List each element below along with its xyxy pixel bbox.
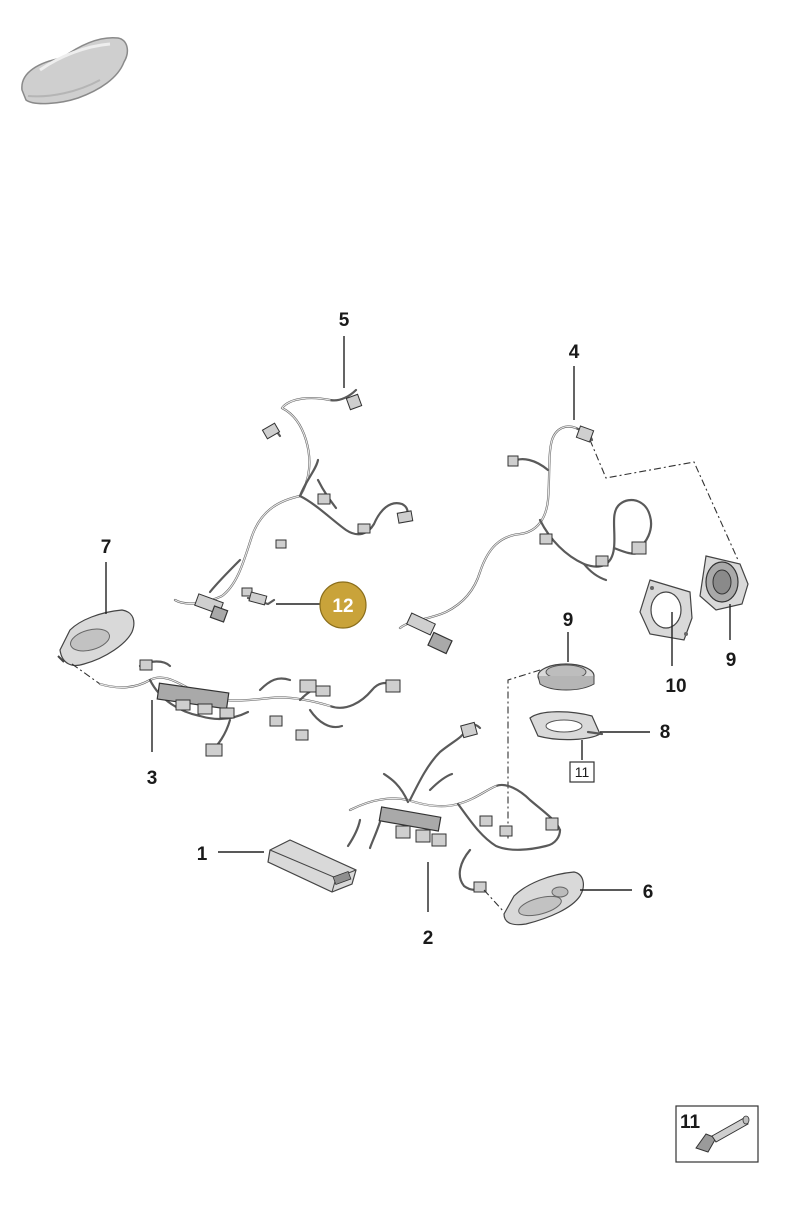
callout-2[interactable]: 2: [423, 928, 434, 949]
callout-10[interactable]: 10: [665, 676, 686, 697]
callout-1[interactable]: 1: [197, 844, 208, 865]
grommet-icon: [695, 1115, 750, 1153]
lumbar-motor-center[interactable]: [537, 663, 595, 691]
seat-harness-cushion-left[interactable]: [71, 659, 401, 757]
lumbar-motor-right[interactable]: [699, 555, 749, 611]
callout-9-right[interactable]: 9: [726, 650, 737, 671]
seat-harness-cushion-right[interactable]: [346, 669, 562, 913]
callout-3[interactable]: 3: [147, 768, 158, 789]
bracket[interactable]: [529, 711, 604, 741]
inset-label-11: 11: [680, 1112, 701, 1133]
callout-7[interactable]: 7: [101, 537, 112, 558]
seat-harness-backrest-right[interactable]: [398, 425, 653, 655]
leader-lines: [105, 336, 731, 912]
callout-12-highlight[interactable]: 12: [319, 581, 367, 629]
callout-11-box[interactable]: 11: [569, 761, 595, 783]
seat-harness-backrest-left[interactable]: [173, 388, 414, 623]
inset-part-11[interactable]: 11: [675, 1105, 759, 1163]
mounting-plate[interactable]: [639, 579, 693, 641]
callout-9-center[interactable]: 9: [563, 610, 574, 631]
callout-4[interactable]: 4: [569, 342, 580, 363]
callout-12-label: 12: [332, 596, 353, 617]
car-silhouette-icon[interactable]: [21, 37, 129, 105]
seat-trim-cover-right[interactable]: [503, 871, 584, 926]
callout-11-box-label: 11: [575, 764, 590, 780]
callout-6[interactable]: 6: [643, 882, 654, 903]
callout-8[interactable]: 8: [660, 722, 671, 743]
seat-control-unit[interactable]: [267, 839, 357, 893]
callout-5[interactable]: 5: [339, 310, 350, 331]
seat-trim-cover-left[interactable]: [57, 609, 135, 667]
